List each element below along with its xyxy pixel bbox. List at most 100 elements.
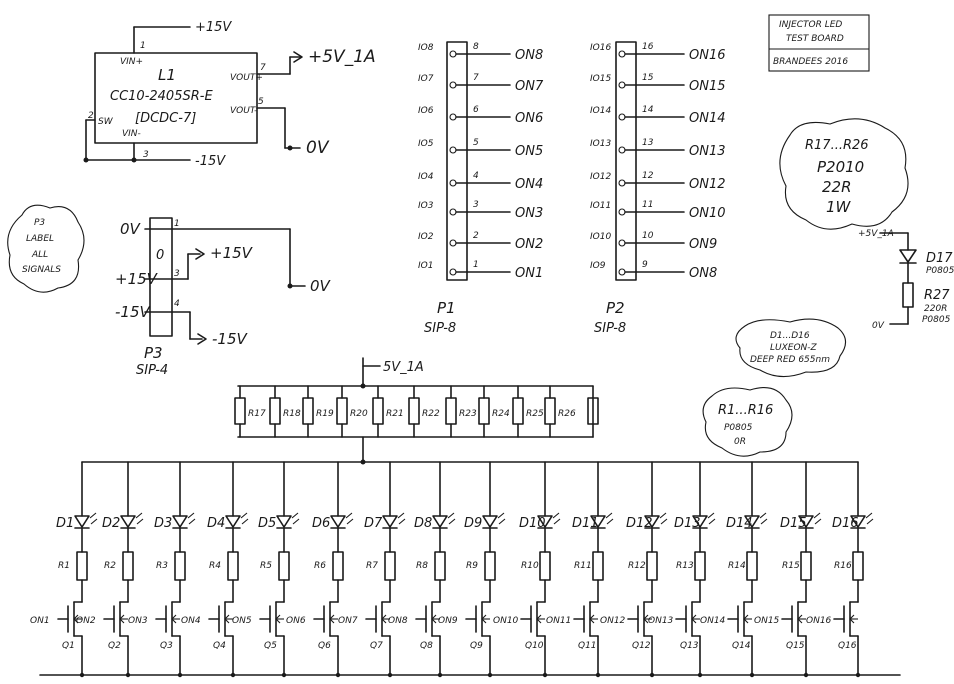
p2-pin-number: 16 — [642, 42, 654, 52]
p2-pin-number: 14 — [642, 105, 654, 115]
dcdc-pin-sw: SW — [98, 117, 114, 127]
p1-left-label: IO1 — [418, 261, 433, 271]
dcdc-pin-vin-plus: VIN+ — [120, 57, 143, 67]
gate-label: ON5 — [232, 616, 252, 626]
led-label: D11 — [572, 516, 599, 531]
p1-left-label: IO8 — [418, 43, 434, 53]
p3-note-cloud: P3 LABEL ALL SIGNALS — [7, 204, 85, 293]
bank-resistor-label: R21 — [386, 409, 404, 419]
p2-net-label: ON10 — [689, 206, 726, 221]
p1-pin-number: 3 — [473, 200, 479, 210]
p2-left-label: IO12 — [590, 172, 611, 182]
fet-label: Q10 — [525, 641, 544, 651]
bank-resistor — [269, 397, 281, 425]
indicator-res: R27 — [924, 288, 950, 303]
led-symbol — [74, 515, 90, 528]
indicator-led: D17 — [926, 251, 953, 266]
r17-note-line3: 22R — [822, 178, 852, 196]
p2-net-label: ON13 — [689, 144, 726, 159]
fet-label: Q8 — [420, 641, 433, 651]
p1-pin-circle — [449, 179, 457, 187]
r17-note-line4: 1W — [826, 198, 852, 216]
indicator-supply: +5V_1A — [858, 229, 894, 239]
led-label: D15 — [780, 516, 807, 531]
fet-arrow — [691, 614, 697, 624]
p1-pin-number: 6 — [473, 105, 479, 115]
channel-resistor — [174, 551, 186, 581]
gate-label: ON3 — [128, 616, 148, 626]
bank-resistor — [544, 397, 556, 425]
ground-junction — [387, 672, 393, 678]
p3-pin4: 4 — [174, 299, 180, 309]
r1-note-cloud: R1...R16 P0805 0R — [702, 387, 793, 457]
ground-junction — [697, 672, 703, 678]
gate-label: ON14 — [700, 616, 726, 626]
p2-left-label: IO14 — [590, 106, 611, 116]
p1-package: SIP-8 — [424, 321, 456, 336]
indicator-led-pkg: P0805 — [926, 266, 954, 276]
fet-arrow — [329, 614, 335, 624]
bank-resistor — [302, 397, 314, 425]
p2-pin-circle — [618, 81, 626, 89]
led-emission — [89, 512, 98, 525]
dcdc-pin5: 5 — [258, 97, 264, 107]
led-label: D4 — [207, 516, 225, 531]
led-symbol — [330, 515, 346, 528]
resistor-label: R1 — [58, 561, 70, 571]
led-label: D8 — [414, 516, 432, 531]
p1-pin-number: 2 — [473, 231, 479, 241]
fet-arrow — [797, 614, 803, 624]
p3-note-line4: SIGNALS — [22, 265, 61, 275]
ground-junction — [177, 672, 183, 678]
p3-left-pos15: +15V — [115, 270, 159, 288]
p1-net-label: ON4 — [515, 177, 543, 192]
p1-left-label: IO7 — [418, 74, 434, 84]
led-symbol — [590, 515, 606, 528]
p1-left-label: IO2 — [418, 232, 434, 242]
ground-junction — [335, 672, 341, 678]
led-label: D6 — [312, 516, 330, 531]
p1-net-label: ON8 — [515, 48, 543, 63]
bank-resistor-label: R26 — [558, 409, 576, 419]
p2-pin-circle — [618, 113, 626, 121]
p2-pin-number: 11 — [642, 200, 653, 210]
gate-label: ON13 — [648, 616, 674, 626]
led-label: D10 — [519, 516, 546, 531]
p2-net-label: ON14 — [689, 111, 726, 126]
fet-arrow — [171, 614, 177, 624]
p2-package: SIP-8 — [594, 321, 626, 336]
led-symbol — [644, 515, 660, 528]
led-driver-channels: D1R1ON1Q1D2R2ON2Q2D3R3ON3Q3D4R4ON4Q4D5R5… — [30, 461, 874, 678]
p1-pin-circle — [449, 268, 457, 276]
fet-arrow — [381, 614, 387, 624]
fet-arrow — [481, 614, 487, 624]
p2-net-label: ON12 — [689, 177, 726, 192]
p1-net-label: ON2 — [515, 237, 543, 252]
fet-arrow — [743, 614, 749, 624]
indicator-circuit: +5V_1A 0V D17 P0805 R27 220R P0805 — [858, 229, 954, 331]
p1-pin-number: 5 — [473, 138, 479, 148]
p2-left-label: IO16 — [590, 43, 611, 53]
resistor-label: R8 — [416, 561, 428, 571]
bank-resistor-label: R23 — [459, 409, 477, 419]
r1-note-line1: R1...R16 — [718, 403, 773, 418]
p3-connector: 1 0 3 4 0V +15V -15V +15V -15V 0V P3 SIP… — [115, 217, 332, 378]
r17-note-line2: P2010 — [817, 158, 864, 176]
led-emission — [813, 512, 822, 525]
led-symbol — [432, 515, 448, 528]
bank-resistor-label: R25 — [526, 409, 544, 419]
ground-junction — [281, 672, 287, 678]
channel-resistor — [484, 551, 496, 581]
channel-resistor — [227, 551, 239, 581]
ground-junction — [595, 672, 601, 678]
fet-label: Q6 — [318, 641, 331, 651]
fet-label: Q16 — [838, 641, 857, 651]
ground-junction — [749, 672, 755, 678]
